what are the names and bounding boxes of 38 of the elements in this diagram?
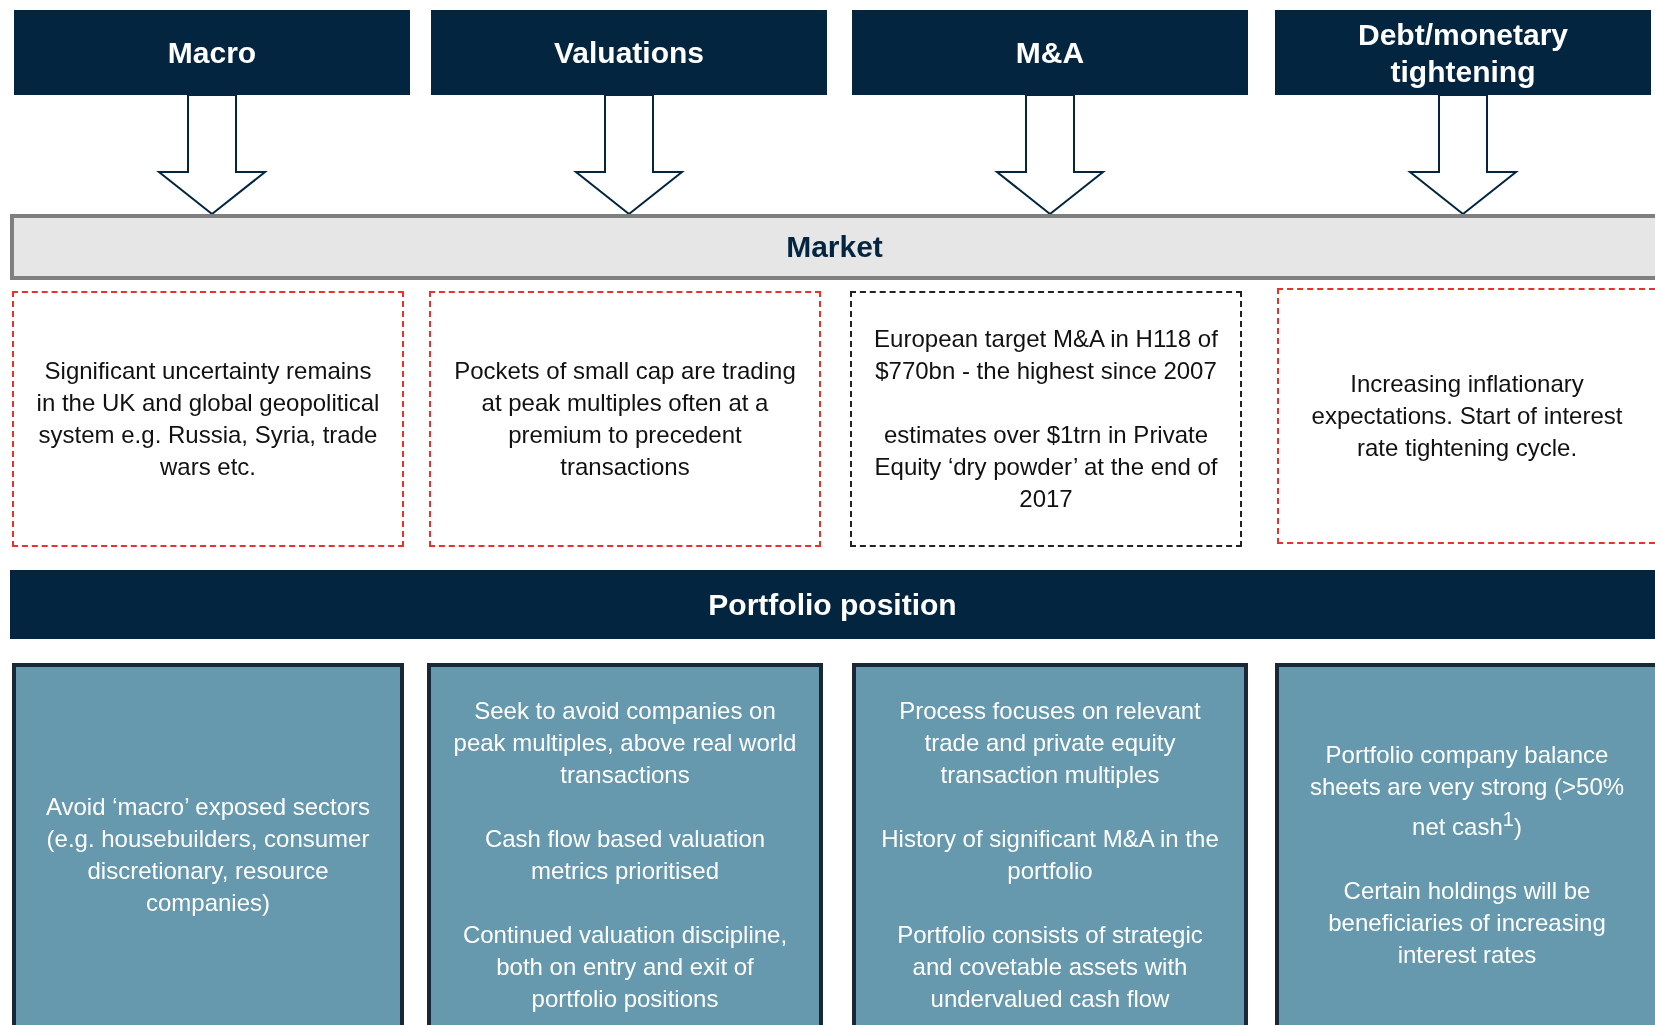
node-text: estimates over $1trn in Private Equity ‘dry powder’ at the end of 2017	[874, 420, 1218, 514]
node-text: Continued valuation discipline, both on entry and exit of portfolio positions	[461, 920, 789, 1014]
position-box	[1275, 663, 1655, 1025]
note-box	[12, 291, 404, 547]
node-text: History of significant M&A in the portfolio	[880, 824, 1220, 886]
block-arrow	[994, 94, 1106, 216]
note-box	[1277, 288, 1655, 544]
node-text: Portfolio position	[708, 587, 957, 622]
block-arrow	[156, 94, 268, 216]
node-text: Valuations	[553, 35, 704, 71]
header-box	[14, 10, 410, 95]
node-text: Increasing inflationary expectations. Start of interest rate tightening cycle.	[1310, 369, 1624, 463]
node-text: Significant uncertainty remains in the UK and global geopolitical system e.g. Russia, Syria, trade wars etc.	[36, 356, 380, 482]
node-text: Market	[786, 230, 883, 264]
block-arrow	[573, 94, 685, 216]
header-box	[431, 10, 827, 95]
market-band	[10, 214, 1655, 280]
node-text: Portfolio company balance sheets are very strong (>50% net cash$^{1}$)	[1308, 740, 1626, 842]
node-text: Process focuses on relevant trade and private equity transaction multiples	[898, 696, 1202, 790]
portfolio-band	[10, 570, 1655, 639]
header-box	[1275, 10, 1651, 95]
node-text: Seek to avoid companies on peak multiples, above real world transactions	[452, 696, 798, 790]
node-text: Debt/monetary tightening	[1356, 16, 1569, 90]
node-text: Pockets of small cap are trading at peak multiples often at a premium to precedent transactions	[453, 356, 797, 482]
node-text: Avoid ‘macro’ exposed sectors (e.g. housebuilders, consumer discretionary, resource companies)	[44, 792, 372, 918]
node-text: M&A	[1015, 35, 1085, 71]
note-box	[429, 291, 821, 547]
node-text: Portfolio consists of strategic and covetable assets with undervalued cash flow	[896, 920, 1204, 1014]
block-arrow	[1407, 94, 1519, 216]
node-text: Macro	[167, 35, 257, 71]
node-text: Cash flow based valuation metrics prioritised	[483, 824, 767, 886]
header-box	[852, 10, 1248, 95]
position-box	[852, 663, 1248, 1025]
node-text: European target M&A in H118 of $770bn - the highest since 2007	[874, 324, 1218, 386]
position-box	[427, 663, 823, 1025]
node-text: Certain holdings will be beneficiaries of increasing interest rates	[1327, 876, 1607, 970]
position-box	[12, 663, 404, 1025]
note-box	[850, 291, 1242, 547]
